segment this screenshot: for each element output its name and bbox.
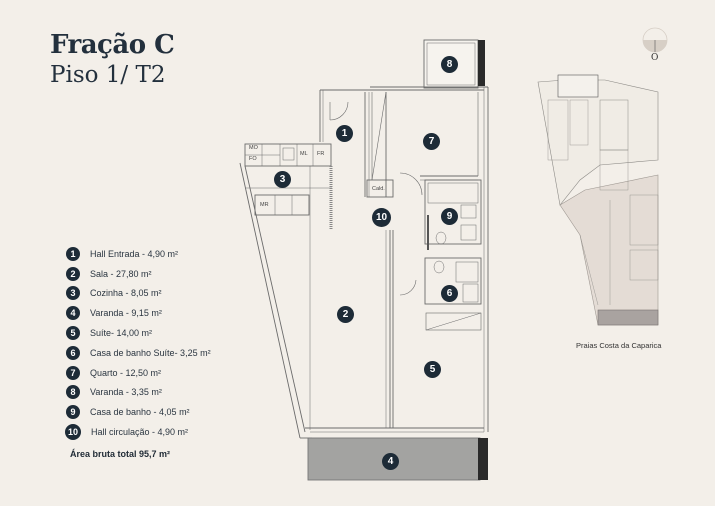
legend-badge: 3 xyxy=(66,286,80,301)
compass-label: O xyxy=(651,53,659,63)
fr-label: FR xyxy=(317,151,325,157)
fo-label: FO xyxy=(249,156,257,162)
legend-badge: 10 xyxy=(65,424,81,441)
legend-badge: 2 xyxy=(66,266,80,281)
legend-item: 5 Suíte- 14,00 m² xyxy=(66,323,211,343)
room-badge-6: 6 xyxy=(441,285,458,302)
page-title: Fração C xyxy=(50,30,175,60)
room-badge-5: 5 xyxy=(424,361,441,378)
legend-label: Hall circulação - 4,90 m² xyxy=(91,427,189,438)
room-badge-4: 4 xyxy=(382,453,399,470)
legend-badge: 6 xyxy=(66,345,80,360)
room-badge-7: 7 xyxy=(423,133,440,150)
legend-item: 1 Hall Entrada - 4,90 m² xyxy=(66,244,211,264)
room-badge-1: 1 xyxy=(336,125,353,142)
legend-badge: 4 xyxy=(66,306,80,321)
legend-label: Casa de banho Suíte- 3,25 m² xyxy=(90,347,211,358)
legend-label: Quarto - 12,50 m² xyxy=(90,367,162,378)
legend-item: 8 Varanda - 3,35 m² xyxy=(66,383,211,403)
page-subtitle: Piso 1/ T2 xyxy=(50,62,166,88)
legend-badge: 9 xyxy=(66,405,80,420)
compass-icon xyxy=(642,27,668,53)
legend-item: 2 Sala - 27,80 m² xyxy=(66,264,211,284)
legend-item: 7 Quarto - 12,50 m² xyxy=(66,363,211,383)
legend-badge: 1 xyxy=(66,246,80,261)
location-map xyxy=(537,74,659,326)
legend-badge: 7 xyxy=(66,365,80,380)
legend-label: Hall Entrada - 4,90 m² xyxy=(90,248,179,259)
legend-label: Sala - 27,80 m² xyxy=(90,268,152,279)
room-legend: 1 Hall Entrada - 4,90 m² 2 Sala - 27,80 m²… xyxy=(65,244,211,442)
legend-label: Cozinha - 8,05 m² xyxy=(90,288,162,299)
mo-label: MO xyxy=(249,145,258,151)
legend-badge: 8 xyxy=(66,385,80,400)
total-area: Área bruta total 95,7 m² xyxy=(70,449,171,459)
room-badge-2: 2 xyxy=(337,306,354,323)
legend-item: 3 Cozinha - 8,05 m² xyxy=(66,284,211,304)
legend-item: 10 Hall circulação - 4,90 m² xyxy=(65,422,211,442)
room-badge-9: 9 xyxy=(441,208,458,225)
legend-label: Varanda - 9,15 m² xyxy=(90,308,162,319)
cald-label: Cald. xyxy=(372,186,385,192)
location-caption: Praias Costa da Caparica xyxy=(576,341,662,350)
legend-label: Casa de banho - 4,05 m² xyxy=(90,407,190,418)
legend-item: 6 Casa de banho Suíte- 3,25 m² xyxy=(66,343,211,363)
legend-item: 4 Varanda - 9,15 m² xyxy=(66,303,211,323)
legend-item: 9 Casa de banho - 4,05 m² xyxy=(66,402,211,422)
mr-label: MR xyxy=(260,202,269,208)
legend-label: Suíte- 14,00 m² xyxy=(90,328,153,339)
ml-label: ML xyxy=(300,151,308,157)
room-badge-10: 10 xyxy=(372,208,391,227)
room-badge-3: 3 xyxy=(274,171,291,188)
legend-label: Varanda - 3,35 m² xyxy=(90,387,162,398)
room-badge-8: 8 xyxy=(441,56,458,73)
legend-badge: 5 xyxy=(66,326,80,341)
